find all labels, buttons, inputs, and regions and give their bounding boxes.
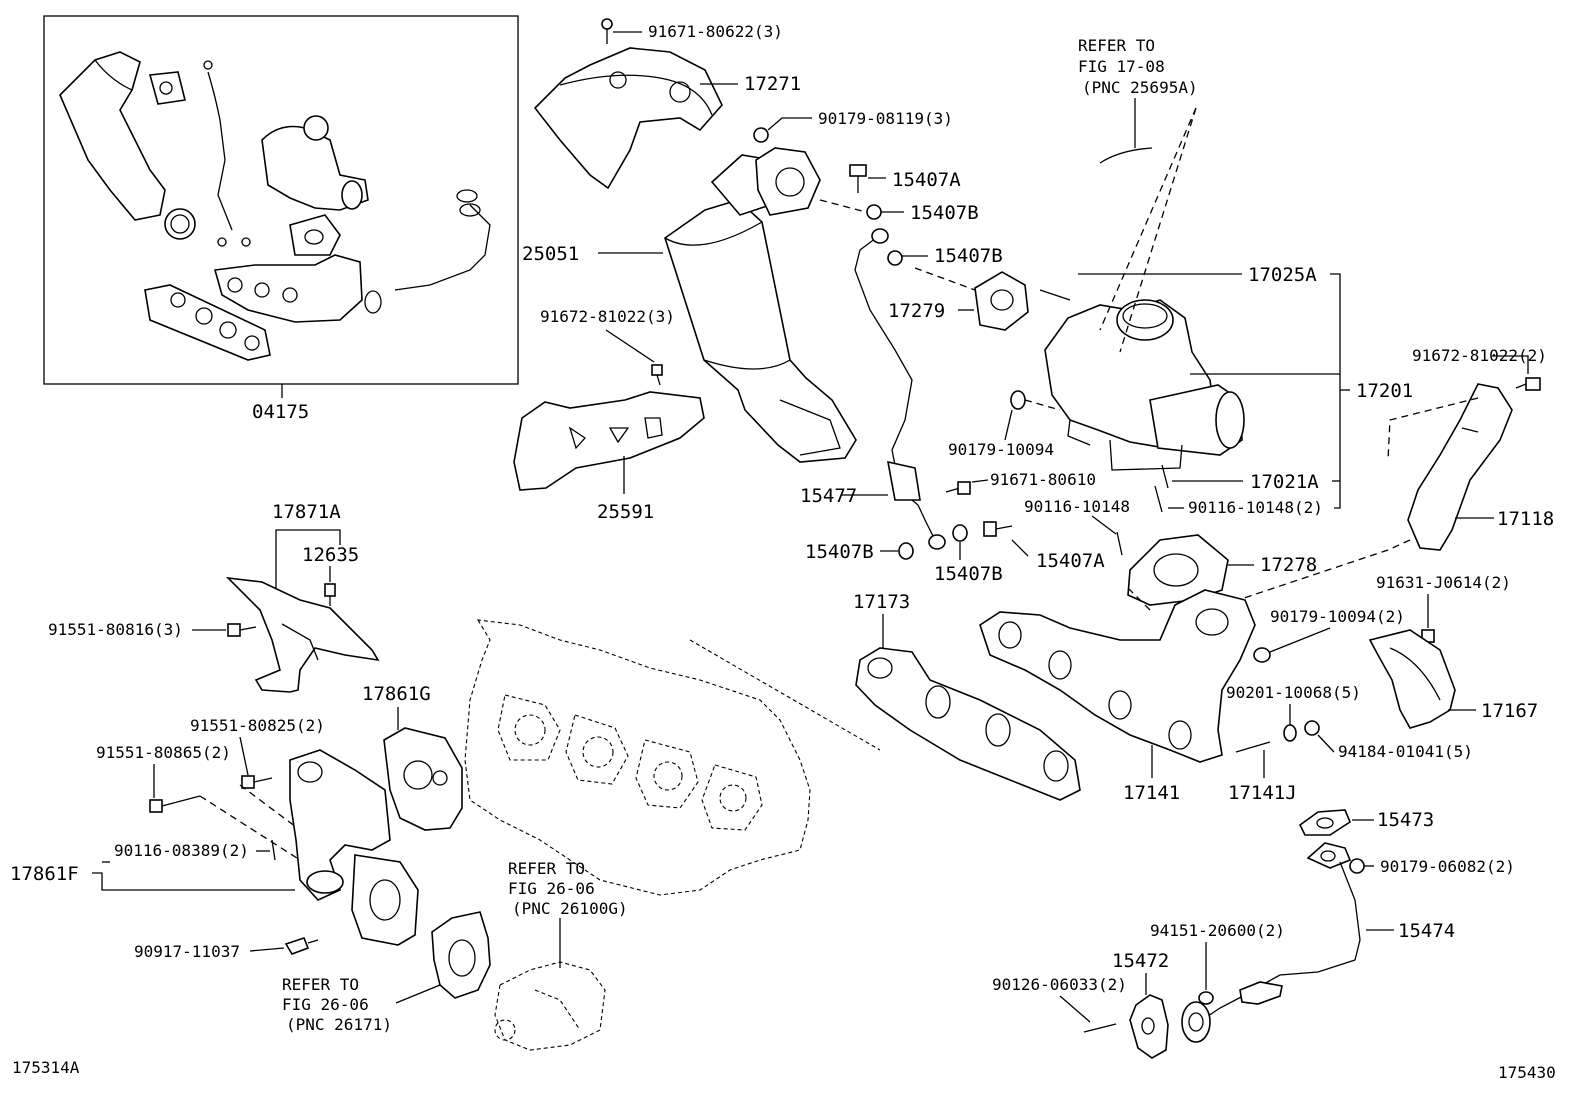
turbocharger-17201	[1044, 299, 1245, 471]
label-91551-80825: 91551-80825(2)	[190, 716, 325, 735]
egr-valve-ghost	[494, 961, 606, 1051]
label-91672-81022-right: 91672-81022(2)	[1412, 346, 1547, 365]
label-17118: 17118	[1497, 508, 1554, 530]
label-15474: 15474	[1398, 920, 1455, 942]
label-90917-11037: 90917-11037	[134, 942, 240, 961]
label-91671-80610: 91671-80610	[990, 470, 1096, 489]
catalytic-converter-25051	[664, 147, 857, 463]
refer-note-fig-26-06-pnc-26100g: REFER TO FIG 26-06 (PNC 26100G)	[508, 859, 628, 918]
label-15407B-top: 15407B	[910, 202, 979, 224]
label-91631-J0614: 91631-J0614(2)	[1376, 573, 1511, 592]
label-91551-80816: 91551-80816(3)	[48, 620, 183, 639]
heat-insulator-17118	[1407, 383, 1513, 551]
svg-text:FIG 17-08: FIG 17-08	[1078, 57, 1165, 76]
label-91551-80865: 91551-80865(2)	[96, 743, 231, 762]
label-15407B-mid: 15407B	[934, 245, 1003, 267]
egr-pipe-17861F	[289, 749, 419, 946]
label-94184-01041: 94184-01041(5)	[1338, 742, 1473, 761]
figure-id-left: 175314A	[12, 1058, 80, 1077]
label-94151-20600: 94151-20600(2)	[1150, 921, 1285, 940]
label-17025A: 17025A	[1248, 264, 1317, 286]
bracket-17871A	[225, 576, 380, 693]
svg-text:REFER TO: REFER TO	[508, 859, 585, 878]
svg-text:(PNC 26100G): (PNC 26100G)	[512, 899, 628, 918]
label-25051: 25051	[522, 243, 579, 265]
label-90179-06082: 90179-06082(2)	[1380, 857, 1515, 876]
figure-id-right: 175430	[1498, 1063, 1556, 1082]
svg-text:FIG 26-06: FIG 26-06	[508, 879, 595, 898]
label-17021A: 17021A	[1250, 471, 1319, 493]
label-15472: 15472	[1112, 950, 1169, 972]
label-04175: 04175	[252, 401, 309, 423]
refer-note-fig-26-06-pnc-26171: REFER TO FIG 26-06 (PNC 26171)	[282, 975, 392, 1034]
label-17167: 17167	[1481, 700, 1538, 722]
label-90116-08389: 90116-08389(2)	[114, 841, 249, 860]
gasket-17173	[855, 647, 1081, 801]
gasket-17861G	[383, 727, 463, 831]
heat-insulator-17271	[533, 47, 723, 190]
label-17278: 17278	[1260, 554, 1317, 576]
svg-text:REFER TO: REFER TO	[282, 975, 359, 994]
label-15407A-top: 15407A	[892, 169, 961, 191]
label-17871A: 17871A	[272, 501, 341, 523]
label-15473: 15473	[1377, 809, 1434, 831]
label-91671-80622: 91671-80622(3)	[648, 22, 783, 41]
label-90179-10094-2: 90179-10094(2)	[1270, 607, 1405, 626]
gasket-15472	[1129, 994, 1169, 1059]
cylinder-head-outline	[464, 619, 881, 896]
label-15407B-low1: 15407B	[805, 541, 874, 563]
label-90201-10068: 90201-10068(5)	[1226, 683, 1361, 702]
label-90179-08119: 90179-08119(3)	[818, 109, 953, 128]
label-17279: 17279	[888, 300, 945, 322]
refer-note-fig-17-08: REFER TO FIG 17-08 (PNC 25695A)	[1078, 36, 1198, 97]
label-90179-10094: 90179-10094	[948, 440, 1054, 459]
label-17271: 17271	[744, 73, 801, 95]
label-90116-10148: 90116-10148	[1024, 497, 1130, 516]
label-15407B-low2: 15407B	[934, 563, 1003, 585]
svg-text:(PNC 26171): (PNC 26171)	[286, 1015, 392, 1034]
label-15477: 15477	[800, 485, 857, 507]
label-15407A-low: 15407A	[1036, 550, 1105, 572]
oil-pipe-15477	[854, 228, 946, 550]
heat-insulator-17167	[1368, 629, 1456, 729]
label-17141: 17141	[1123, 782, 1180, 804]
label-17201: 17201	[1356, 380, 1413, 402]
svg-text:(PNC 25695A): (PNC 25695A)	[1082, 78, 1198, 97]
label-91672-81022-left: 91672-81022(3)	[540, 307, 675, 326]
exhaust-manifold-17141	[979, 589, 1256, 763]
svg-text:FIG 26-06: FIG 26-06	[282, 995, 369, 1014]
label-17861G: 17861G	[362, 683, 431, 705]
label-90126-06033: 90126-06033(2)	[992, 975, 1127, 994]
bracket-25591	[513, 391, 705, 491]
kit-04175-inset	[43, 15, 519, 385]
label-90116-10148-2: 90116-10148(2)	[1188, 498, 1323, 517]
label-12635: 12635	[302, 544, 359, 566]
label-17141J: 17141J	[1228, 782, 1297, 804]
oil-pipe-15474	[1181, 842, 1361, 1043]
label-17861F: 17861F	[10, 863, 79, 885]
label-25591: 25591	[597, 501, 654, 523]
label-17173: 17173	[853, 591, 910, 613]
svg-text:REFER TO: REFER TO	[1078, 36, 1155, 55]
gasket-egr-valve	[431, 911, 491, 999]
